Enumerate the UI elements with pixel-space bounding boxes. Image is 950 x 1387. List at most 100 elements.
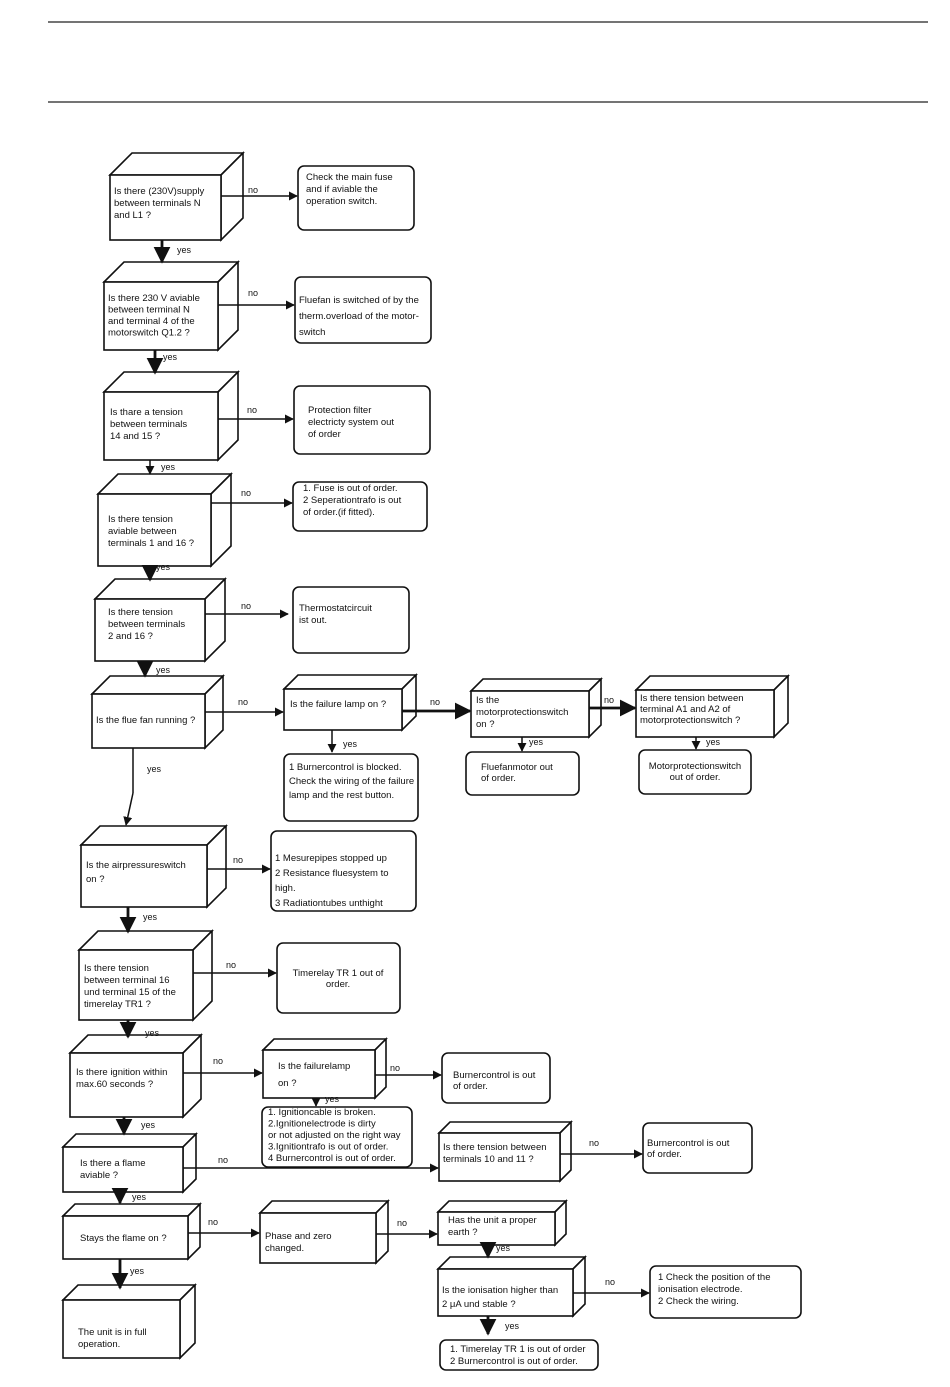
decision-q13-text-line-2: on ? [278, 1078, 297, 1089]
connector-fan-yes: yes [123, 748, 162, 826]
result-r9: 1 Mesurepipes stopped up2 Resistance flu… [270, 830, 417, 912]
connector-label-no: no [241, 488, 251, 498]
cube-top-face [469, 678, 603, 692]
cube-side-face [375, 1199, 389, 1265]
result-r8-text-line-1: Motorprotectionswitch [649, 761, 741, 772]
result-r2-text-line-2: therm.overload of the motor- [299, 311, 419, 322]
decision-q2-text-line-4: motorswitch Q1.2 ? [108, 328, 190, 339]
connector-11: no [205, 697, 284, 717]
result-box [292, 481, 428, 532]
connector-label-no: no [238, 697, 248, 707]
decision-q17-text-line-1: Phase and zero [265, 1231, 332, 1242]
decision-q15-text-line-1: Is there tension between [443, 1142, 547, 1153]
decision-q11-text-line-3: und terminal 15 of the [84, 987, 176, 998]
cube-front-face [103, 391, 219, 461]
result-r9-text-line-1: 1 Mesurepipes stopped up [275, 853, 387, 864]
connector-3: no [218, 288, 295, 310]
cube-top-face [258, 1200, 390, 1214]
result-r6-text-line-3: lamp and the rest button. [289, 790, 394, 801]
connector-label-yes: yes [132, 1192, 147, 1202]
cube-top-face [108, 152, 245, 176]
decision-q8-text-line-1: Is the [476, 695, 499, 706]
decision-q4-text-line-1: Is there tension [108, 514, 173, 525]
connector-label-yes: yes [161, 462, 176, 472]
result-r7-text-line-1: Fluefanmotor out [481, 762, 553, 773]
connector-22: no [375, 1063, 442, 1080]
cube-top-face [436, 1200, 568, 1213]
connector-5: no [218, 405, 294, 424]
decision-q3-text-line-1: Is thare a tension [110, 407, 183, 418]
result-box [439, 1339, 599, 1371]
connector-label-yes: yes [145, 1028, 160, 1038]
cube-top-face [79, 825, 228, 846]
connector-10: yes [136, 660, 171, 678]
cube-front-face [259, 1212, 377, 1264]
connector-8: yes [141, 562, 171, 582]
cube-front-face [62, 1215, 189, 1260]
decision-q1-text-line-2: between terminals N [114, 198, 201, 209]
connector-label-no: no [605, 1277, 615, 1287]
connector-16: yes [691, 737, 721, 750]
result-r11-text-line-1: Burnercontrol is out [453, 1070, 536, 1081]
connector-label-no: no [226, 960, 236, 970]
connector-label-no: no [397, 1218, 407, 1228]
result-r14-text-line-3: 2 Check the wiring. [658, 1296, 739, 1307]
result-box [283, 753, 419, 822]
decision-q2-text-line-2: between terminal N [108, 305, 190, 316]
cube-side-face [374, 1037, 387, 1100]
decision-q3-text-line-3: 14 and 15 ? [110, 431, 160, 442]
decision-q20-text-line-2: operation. [78, 1339, 120, 1350]
decision-q11-text-line-4: timerelay TR1 ? [84, 999, 151, 1010]
cube-top-face [282, 674, 418, 690]
cube-front-face [94, 598, 206, 662]
result-r6-text-line-1: 1 Burnercontrol is blocked. [289, 762, 401, 773]
connector-14: yes [327, 730, 358, 753]
decision-q12-text-line-2: max.60 seconds ? [76, 1079, 153, 1090]
result-r1-text-line-2: and if aviable the [306, 184, 378, 195]
decision-q10-text-line-2: on ? [86, 874, 105, 885]
cube-front-face [438, 1132, 561, 1182]
cube-front-face [635, 689, 775, 738]
connector-33: yes [479, 1316, 520, 1336]
result-box [276, 942, 401, 1014]
cube-front-face [109, 174, 222, 241]
decision-q16: Stays the flame on ? [61, 1202, 202, 1261]
result-box [642, 1122, 753, 1174]
result-r10-text-line-2: order. [326, 979, 350, 990]
result-box [649, 1265, 802, 1319]
decision-q10-text-line-1: Is the airpressureswitch [86, 860, 186, 871]
connector-label-yes: yes [325, 1094, 340, 1104]
connector-label-no: no [241, 601, 251, 611]
cube-top-face [437, 1121, 573, 1134]
decision-q17-text-line-2: changed. [265, 1243, 304, 1254]
result-r5-text-line-2: ist out. [299, 615, 327, 626]
connector-label-no: no [213, 1056, 223, 1066]
decision-q2-text-line-3: and terminal 4 of the [108, 316, 195, 327]
cube-side-face [559, 1120, 572, 1183]
decision-q10: Is the airpressureswitch on ? [79, 824, 228, 909]
decision-q14-text-line-2: aviable ? [80, 1170, 118, 1181]
connector-label-no: no [233, 855, 243, 865]
connector-9: no [205, 601, 289, 619]
cube-top-face [61, 1203, 202, 1217]
result-r3-text-line-3: of order [308, 429, 341, 440]
cube-top-face [102, 371, 240, 393]
connector-label-yes: yes [141, 1120, 156, 1130]
cube-top-face [436, 1256, 587, 1270]
connector-29: no [376, 1218, 438, 1239]
result-r15-text-line-1: 1. Timerelay TR 1 is out of order [450, 1344, 586, 1355]
connector-32: yes [111, 1259, 145, 1290]
result-r4-text-line-3: of order.(if fitted). [303, 507, 375, 518]
connector-label-yes: yes [143, 912, 158, 922]
connector-label-no: no [218, 1155, 228, 1165]
